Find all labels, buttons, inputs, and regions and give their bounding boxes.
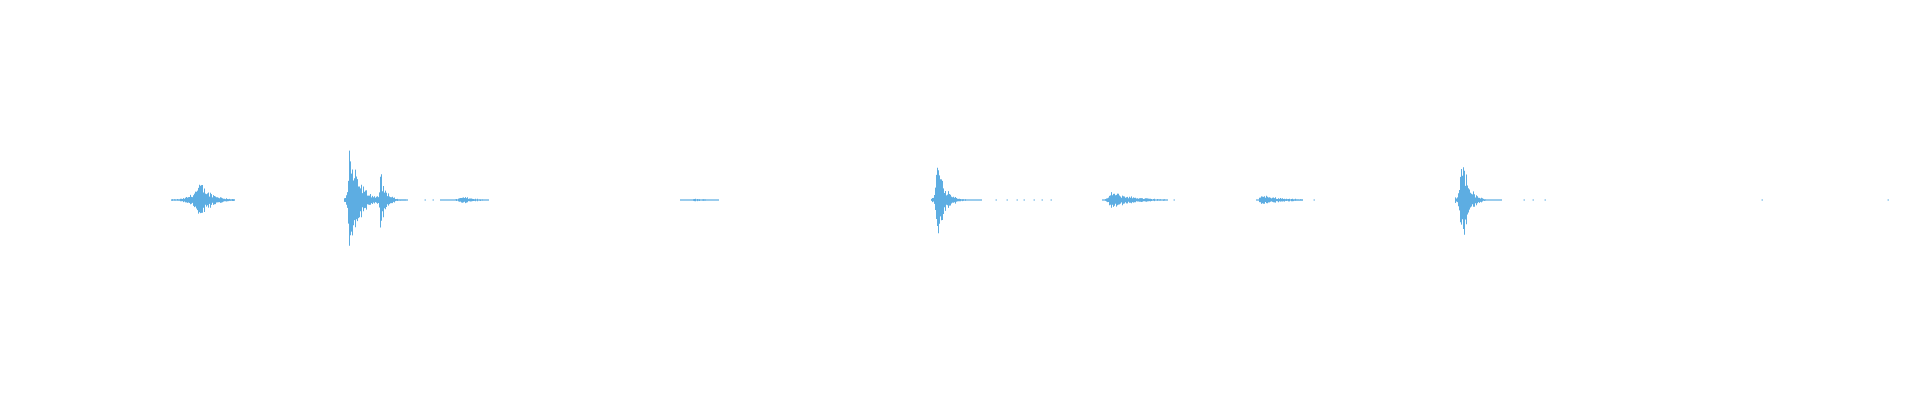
waveform-events [171, 150, 1502, 246]
waveform-event [1256, 195, 1303, 204]
waveform-event [376, 174, 406, 228]
waveform-event [1102, 192, 1168, 208]
waveform-event [171, 184, 235, 214]
waveform-event-shape [1455, 167, 1502, 235]
waveform-event [931, 167, 982, 234]
waveform-event-shape [171, 184, 235, 214]
waveform-event [344, 150, 408, 246]
waveform-event [680, 198, 719, 202]
waveform-event [1455, 167, 1502, 235]
waveform-event-shape [376, 174, 406, 228]
waveform-event [440, 197, 489, 204]
waveform-event-shape [344, 150, 408, 246]
